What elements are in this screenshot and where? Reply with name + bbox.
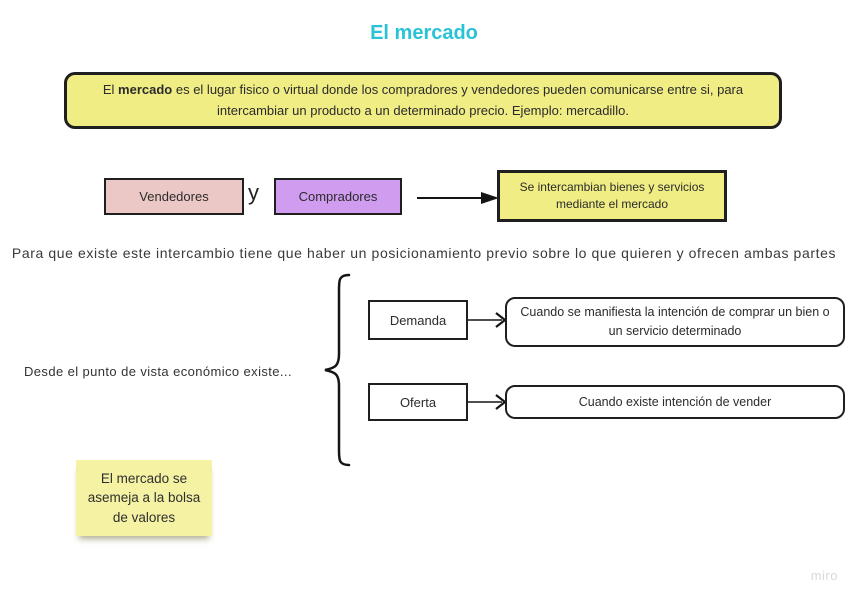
page-title: El mercado xyxy=(370,22,478,44)
sticky-note[interactable]: El mercado se asemeja a la bolsa de valo… xyxy=(76,460,212,536)
oferta-box[interactable]: Oferta xyxy=(368,383,468,421)
miro-watermark: miro xyxy=(810,568,838,583)
oferta-label: Oferta xyxy=(399,394,437,410)
demanda-description-box[interactable]: Cuando se manifiesta la intención de com… xyxy=(505,297,845,347)
demanda-label: Demanda xyxy=(389,312,447,328)
definition-box[interactable]: El mercado es el lugar fisico o virtual … xyxy=(64,72,782,129)
positioning-intro-text: Para que existe este intercambio tiene q… xyxy=(11,245,837,261)
arrow-demanda-icon[interactable] xyxy=(468,312,508,328)
oferta-description-box[interactable]: Cuando existe intención de vender xyxy=(505,385,845,419)
buyers-box[interactable]: Compradores xyxy=(274,178,402,215)
exchange-result-box[interactable]: Se intercambian bienes y servicios media… xyxy=(497,170,727,222)
oferta-description-text: Cuando existe intención de vender xyxy=(578,394,772,409)
demanda-box[interactable]: Demanda xyxy=(368,300,468,340)
sellers-box[interactable]: Vendedores xyxy=(104,178,244,215)
buyers-label: Compradores xyxy=(298,189,378,204)
sellers-label: Vendedores xyxy=(139,189,209,204)
connector-y-text: y xyxy=(248,180,259,205)
demanda-description-text: Cuando se manifiesta la intención de com… xyxy=(520,305,830,338)
exchange-result-text: Se intercambian bienes y servicios media… xyxy=(519,179,705,211)
arrow-oferta-icon[interactable] xyxy=(468,394,508,410)
definition-text-line2: intercambiar un producto a un determinad… xyxy=(217,102,629,118)
curly-brace-icon xyxy=(324,273,351,467)
arrow-right-icon[interactable] xyxy=(416,189,500,207)
economic-view-label: Desde el punto de vista económico existe… xyxy=(24,364,292,379)
sticky-note-text: El mercado se asemeja a la bolsa de valo… xyxy=(87,470,201,525)
definition-text-line1: El mercado es el lugar fisico o virtual … xyxy=(102,81,744,97)
